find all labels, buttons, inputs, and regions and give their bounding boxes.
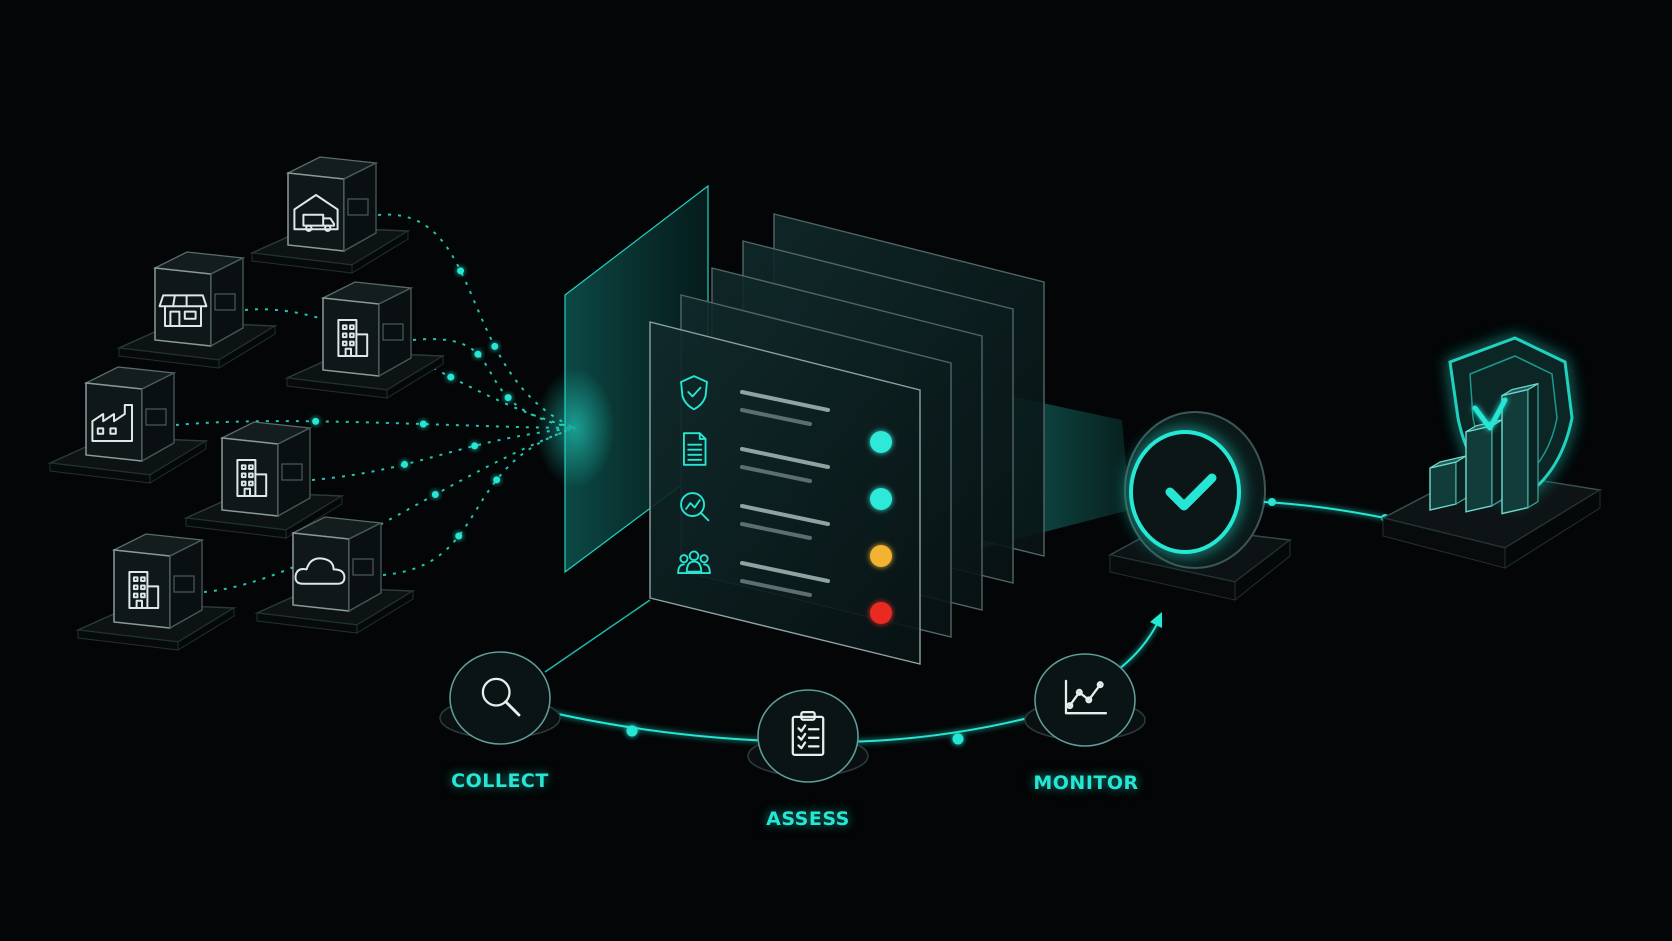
cloud-icon xyxy=(294,557,346,585)
document-row xyxy=(677,550,892,624)
connector-node xyxy=(419,420,427,428)
storefront-icon xyxy=(158,294,208,327)
monitor-link xyxy=(1114,617,1161,673)
lifecycle-node xyxy=(626,725,638,737)
document-row xyxy=(680,375,892,453)
verification-badge xyxy=(1107,411,1389,602)
clipboard-checklist-icon xyxy=(791,711,825,757)
stage-label-monitor: MONITOR xyxy=(1033,772,1139,794)
outcome-bar xyxy=(1429,461,1457,511)
factory-icon xyxy=(91,404,133,442)
lifecycle-arc xyxy=(439,599,1162,783)
source-connector xyxy=(175,420,576,429)
office-building-icon xyxy=(128,571,160,609)
team-icon xyxy=(677,550,711,575)
stage-label-assess: ASSESS xyxy=(766,808,850,830)
source-cube xyxy=(284,281,446,399)
connector-node xyxy=(447,373,455,381)
connector-node xyxy=(457,267,465,275)
document-row xyxy=(680,492,892,567)
stage-label-collect: COLLECT xyxy=(451,770,549,792)
connector-node xyxy=(431,490,439,498)
source-cube xyxy=(183,421,345,539)
check-icon xyxy=(1472,397,1508,431)
connector-node xyxy=(504,394,512,402)
document-row xyxy=(682,432,892,510)
document-sheet xyxy=(649,321,921,665)
arrow-head xyxy=(1150,612,1162,628)
source-cube xyxy=(75,533,237,651)
lifecycle-node xyxy=(952,733,964,745)
document-icon xyxy=(682,432,707,466)
analytics-search-icon xyxy=(680,492,710,522)
hub-glow xyxy=(535,368,615,488)
status-dot-teal xyxy=(870,431,892,453)
status-dot-red xyxy=(870,602,892,624)
outcome-bar xyxy=(1501,388,1529,515)
check-icon xyxy=(1165,473,1217,511)
collect-link xyxy=(544,599,651,673)
connector-node xyxy=(474,350,482,358)
magnifier-icon xyxy=(481,677,521,717)
document-stack xyxy=(535,184,1045,665)
connector-node xyxy=(493,476,501,484)
outcome-pedestal xyxy=(1380,336,1603,569)
source-connector xyxy=(311,427,576,481)
stage-node-assess xyxy=(747,689,869,783)
warehouse-truck-icon xyxy=(293,194,339,232)
outcome-bar xyxy=(1465,424,1493,513)
source-cube xyxy=(254,516,416,634)
status-dot-teal xyxy=(870,488,892,510)
source-cube xyxy=(116,251,278,369)
status-dot-yellow xyxy=(870,545,892,567)
connector-node xyxy=(312,417,320,425)
connector-node xyxy=(455,532,463,540)
stage-node-monitor xyxy=(1024,653,1146,747)
connector-node xyxy=(471,442,479,450)
link-node xyxy=(1268,498,1276,506)
source-cube xyxy=(47,366,209,484)
connector-node xyxy=(491,342,499,350)
shield-check-icon xyxy=(680,375,708,411)
stage-node-collect xyxy=(439,651,561,745)
connector-node xyxy=(401,460,409,468)
source-cube xyxy=(249,156,411,274)
office-building-icon xyxy=(236,459,268,497)
source-connector xyxy=(412,338,576,429)
outcome-link xyxy=(1263,501,1386,519)
line-chart-icon xyxy=(1064,679,1108,715)
data-sources xyxy=(47,156,446,651)
office-building-icon xyxy=(337,319,369,357)
